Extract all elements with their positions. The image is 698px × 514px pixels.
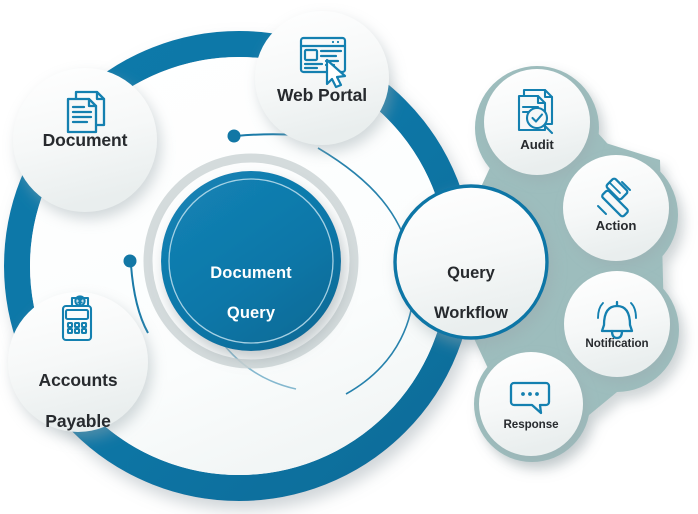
notification-node[interactable] [564, 271, 670, 377]
query-workflow-bubble[interactable] [393, 184, 549, 340]
document-magnifier-check-icon [517, 88, 554, 135]
chat-bubble-dots-icon [509, 381, 551, 415]
gavel-icon [597, 177, 631, 218]
document-node[interactable] [13, 68, 157, 212]
browser-window-cursor-icon [299, 36, 347, 89]
accounts-payable-node[interactable] [8, 292, 148, 432]
core-halo-ring [143, 153, 359, 369]
action-node[interactable] [563, 155, 669, 261]
notification-bubble[interactable] [564, 271, 670, 377]
audit-node[interactable] [484, 69, 590, 175]
web-portal-node[interactable] [255, 11, 389, 145]
response-node[interactable] [479, 352, 583, 456]
document-query-core[interactable] [161, 171, 341, 351]
web-portal-bubble[interactable] [255, 11, 389, 145]
accounts-payable-bubble[interactable] [8, 292, 148, 432]
bell-icon [597, 300, 637, 340]
connector-accounts-payable [123, 254, 149, 334]
cash-register-icon [61, 295, 93, 342]
action-bubble[interactable] [563, 155, 669, 261]
query-workflow-node[interactable] [395, 186, 547, 338]
documents-icon [66, 90, 106, 134]
document-query-node[interactable] [161, 171, 341, 351]
document-bubble[interactable] [13, 68, 157, 212]
